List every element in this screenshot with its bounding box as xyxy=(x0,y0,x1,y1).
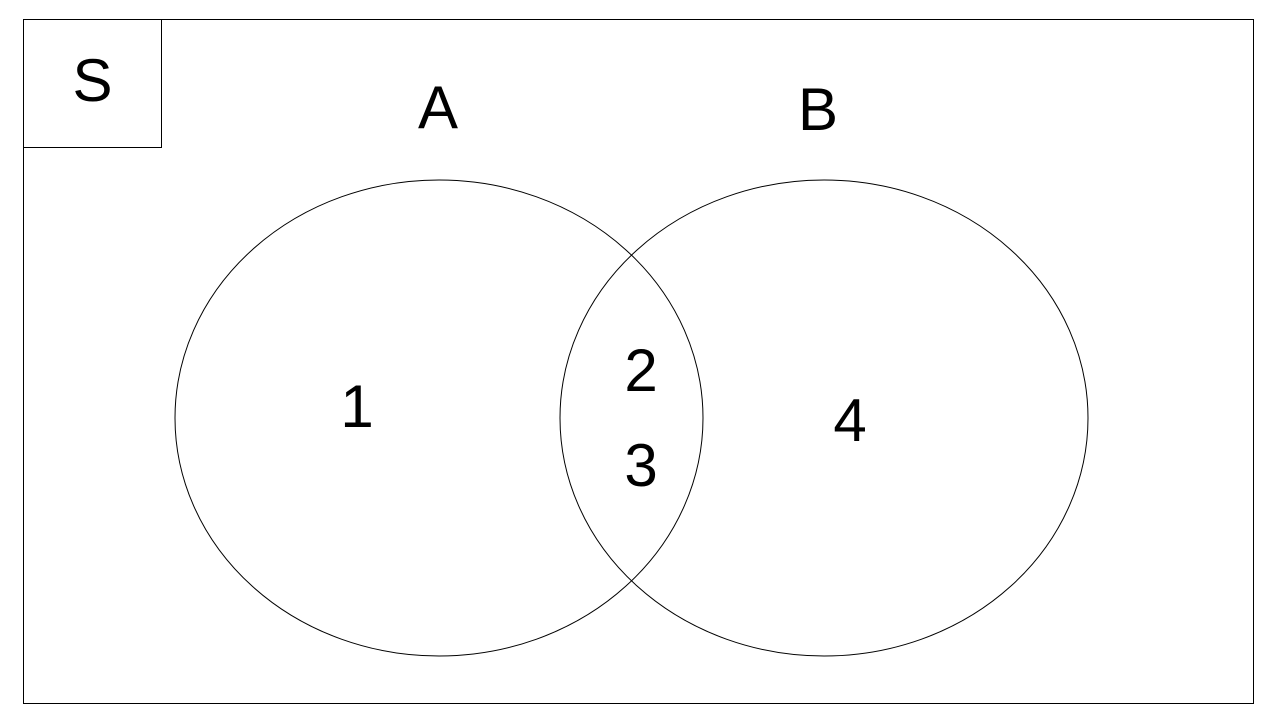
set-b-label: B xyxy=(797,76,839,143)
universal-set-rectangle xyxy=(23,19,1254,704)
region-only-a-element: 1 xyxy=(340,373,374,440)
universal-set-label-box xyxy=(23,19,162,148)
set-a-label: A xyxy=(417,74,459,141)
set-b-ellipse xyxy=(559,179,1089,657)
set-a-ellipse xyxy=(174,179,704,657)
region-intersection-element: 2 xyxy=(624,337,658,404)
region-intersection-element: 3 xyxy=(624,432,658,499)
universal-set-label: S xyxy=(72,46,113,114)
region-only-b-element: 4 xyxy=(833,387,867,454)
